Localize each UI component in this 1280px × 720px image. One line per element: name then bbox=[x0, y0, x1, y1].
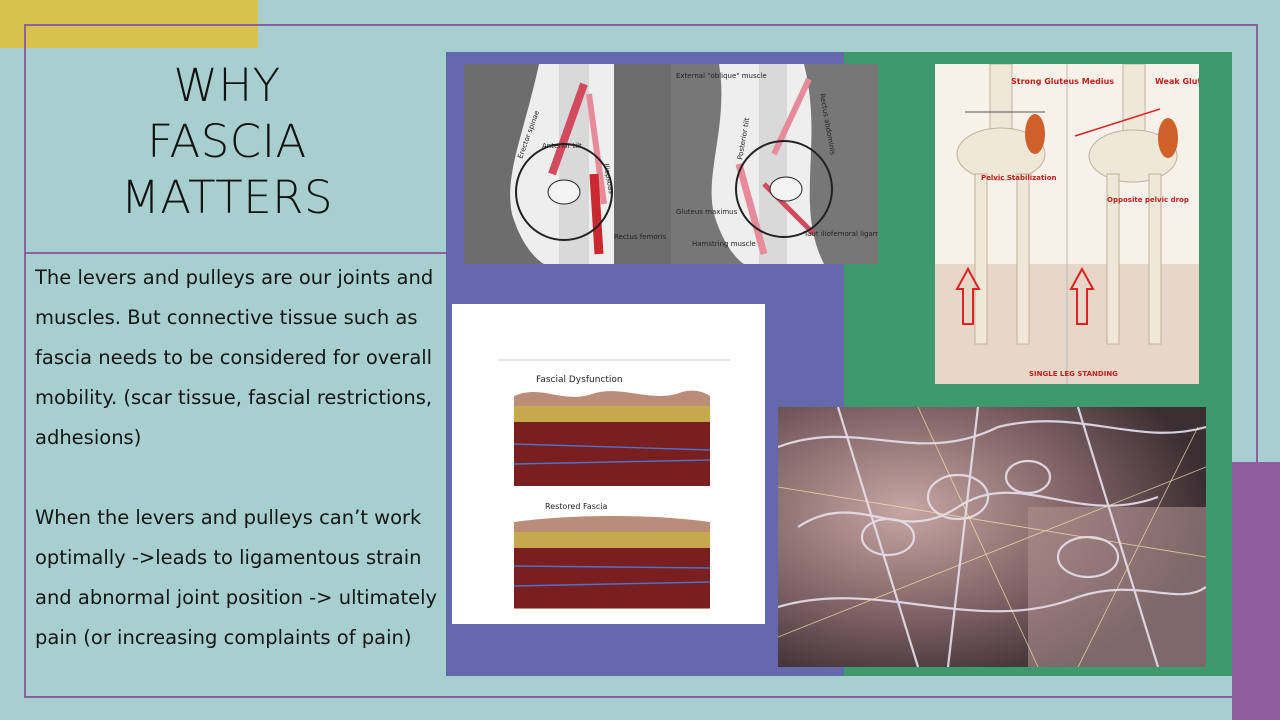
label-weak: Weak Gluteus Medius bbox=[1155, 77, 1199, 86]
pelvic-tilt-illustration: Erector spinae Anterior tilt Iliopsoas R… bbox=[464, 64, 878, 264]
label-restored: Restored Fascia bbox=[545, 502, 608, 511]
slide-body: The levers and pulleys are our joints an… bbox=[35, 258, 440, 658]
fascia-web-photo bbox=[778, 407, 1206, 667]
label-dysfunction: Fascial Dysfunction bbox=[536, 375, 623, 385]
fascia-web-icon bbox=[778, 407, 1206, 667]
pelvic-tilt-image: Erector spinae Anterior tilt Iliopsoas R… bbox=[464, 64, 878, 264]
slide-title: WHY FASCIA MATTERS bbox=[82, 58, 372, 226]
label-gluteus: Gluteus maximus bbox=[676, 208, 738, 216]
label-strong: Strong Gluteus Medius bbox=[1011, 77, 1114, 86]
fascia-layers-illustration: Fascial Dysfunction Restored Fascia bbox=[452, 304, 765, 624]
fascia-layers-image: Fascial Dysfunction Restored Fascia bbox=[452, 304, 765, 624]
title-line: FASCIA bbox=[147, 115, 307, 168]
slide-frame bbox=[24, 24, 1258, 698]
label-anterior: Anterior tilt bbox=[542, 142, 582, 150]
label-single-leg: SINGLE LEG STANDING bbox=[1029, 370, 1118, 378]
title-line: MATTERS bbox=[120, 171, 334, 224]
purple-accent-bar bbox=[1232, 462, 1280, 720]
label-rectus-femoris: Rectus femoris bbox=[614, 233, 666, 241]
title-line: WHY bbox=[173, 59, 281, 112]
label-pelvic-stab: Pelvic Stabilization bbox=[981, 174, 1056, 182]
body-paragraph: When the levers and pulleys can’t work o… bbox=[35, 506, 438, 649]
label-hamstring: Hamstring muscle bbox=[692, 240, 756, 248]
label-opposite: Opposite pelvic drop bbox=[1107, 196, 1189, 204]
label-taut: Taut iliofemoral ligament bbox=[803, 230, 878, 238]
body-paragraph: The levers and pulleys are our joints an… bbox=[35, 266, 434, 449]
title-divider bbox=[24, 252, 446, 254]
gluteus-medius-illustration: Strong Gluteus Medius Weak Gluteus Mediu… bbox=[935, 64, 1199, 384]
label-external-oblique: External "oblique" muscle bbox=[676, 72, 767, 80]
gluteus-medius-image: Strong Gluteus Medius Weak Gluteus Mediu… bbox=[935, 64, 1199, 384]
